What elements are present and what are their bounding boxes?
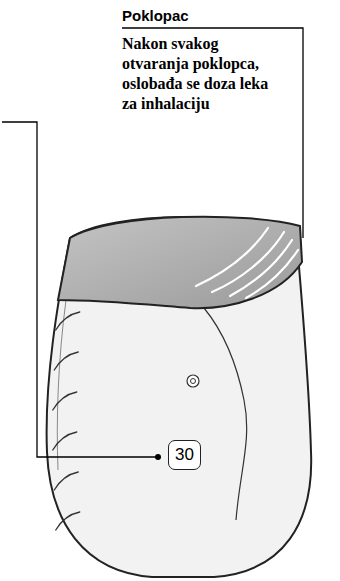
part-name: Poklopac bbox=[122, 7, 302, 25]
button-ring bbox=[187, 375, 199, 387]
grip-ridge bbox=[53, 392, 77, 410]
cover-leader bbox=[122, 28, 303, 238]
counter-leader bbox=[2, 122, 156, 457]
grip-ridge bbox=[54, 472, 78, 490]
grip-ridges bbox=[53, 312, 80, 530]
cover-stripes bbox=[196, 228, 298, 298]
callout-note: Nakon svakog otvaranja poklopca, oslobađ… bbox=[122, 34, 284, 114]
grip-ridge bbox=[56, 512, 80, 530]
grip-ridge bbox=[53, 432, 77, 450]
grip-ridge bbox=[54, 352, 78, 370]
cover bbox=[58, 217, 302, 309]
body-seam bbox=[204, 308, 247, 520]
leader-dot bbox=[155, 454, 161, 460]
inhaler-body bbox=[47, 217, 312, 577]
grip-ridge bbox=[56, 312, 80, 330]
dose-counter: 30 bbox=[168, 440, 201, 470]
button-dot bbox=[191, 379, 196, 384]
counter-number: 30 bbox=[175, 445, 194, 465]
